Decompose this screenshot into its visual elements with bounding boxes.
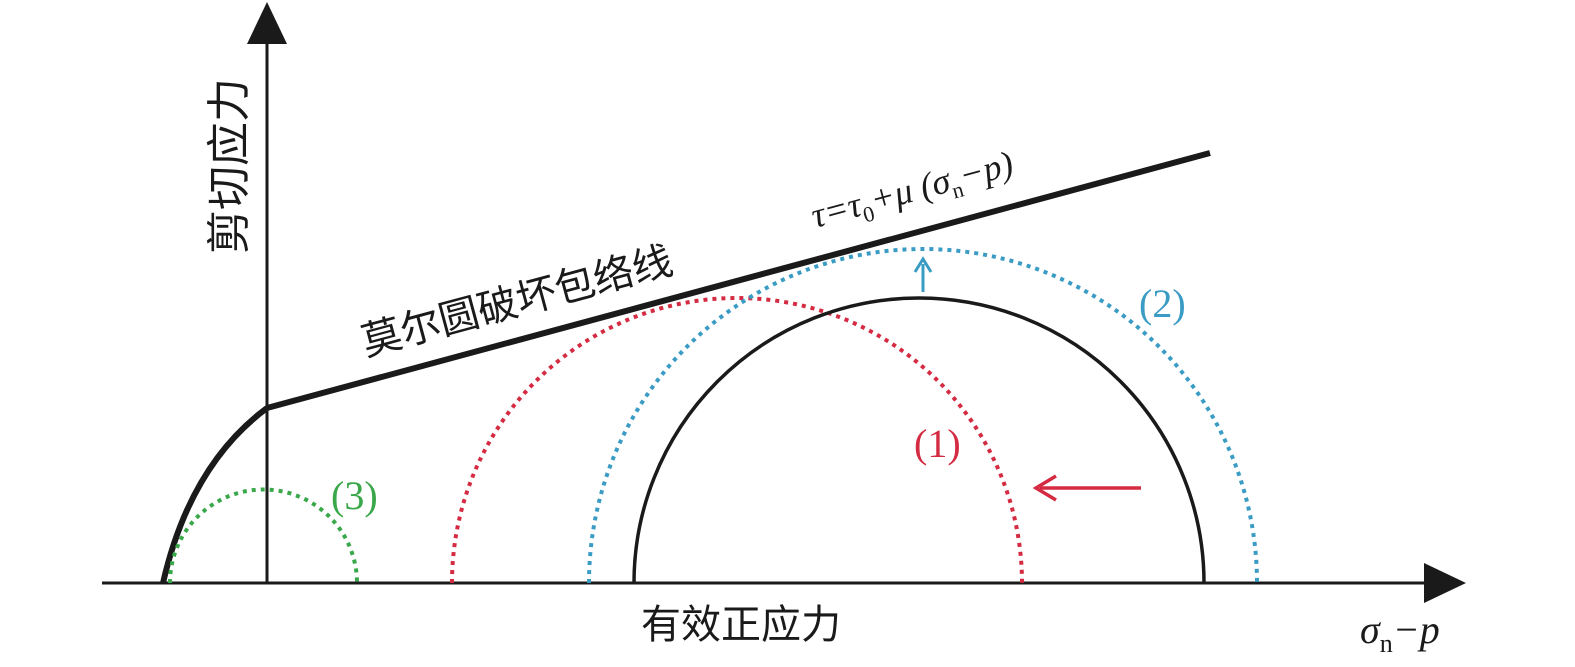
circle-1-label: (1)	[914, 421, 961, 466]
mohr-circle-2	[587, 247, 1259, 584]
circle-2-label: (2)	[1139, 281, 1186, 326]
formula-part3: −p)	[955, 143, 1018, 196]
x-axis-label: 有效正应力	[641, 602, 841, 648]
envelope-curved-segment	[160, 405, 269, 584]
x-axis-arrowhead	[1424, 563, 1466, 603]
x-axis-symbol-rest: −p	[1393, 607, 1440, 652]
mohr-circle-base	[632, 296, 1206, 584]
pore-pressure-up-arrow-head	[913, 256, 933, 273]
circle-3-label: (3)	[331, 473, 378, 518]
formula-part2: +μ (σ	[866, 160, 956, 220]
envelope-formula: τ=τ0+μ (σn−p)	[807, 143, 1019, 240]
shift-left-arrow-head	[1032, 474, 1057, 502]
x-axis-symbol-sub: n	[1380, 629, 1393, 658]
y-axis-label: 剪切应力	[204, 78, 255, 254]
formula-part1: τ=τ	[807, 184, 867, 236]
envelope-linear-segment	[266, 150, 1211, 411]
envelope-label: 莫尔圆破坏包络线	[357, 238, 678, 366]
y-axis-arrowhead	[247, 2, 287, 44]
x-axis-symbol: σn−p	[1360, 607, 1440, 658]
mohr-circle-3	[168, 487, 359, 584]
x-axis-symbol-main: σ	[1360, 607, 1381, 652]
